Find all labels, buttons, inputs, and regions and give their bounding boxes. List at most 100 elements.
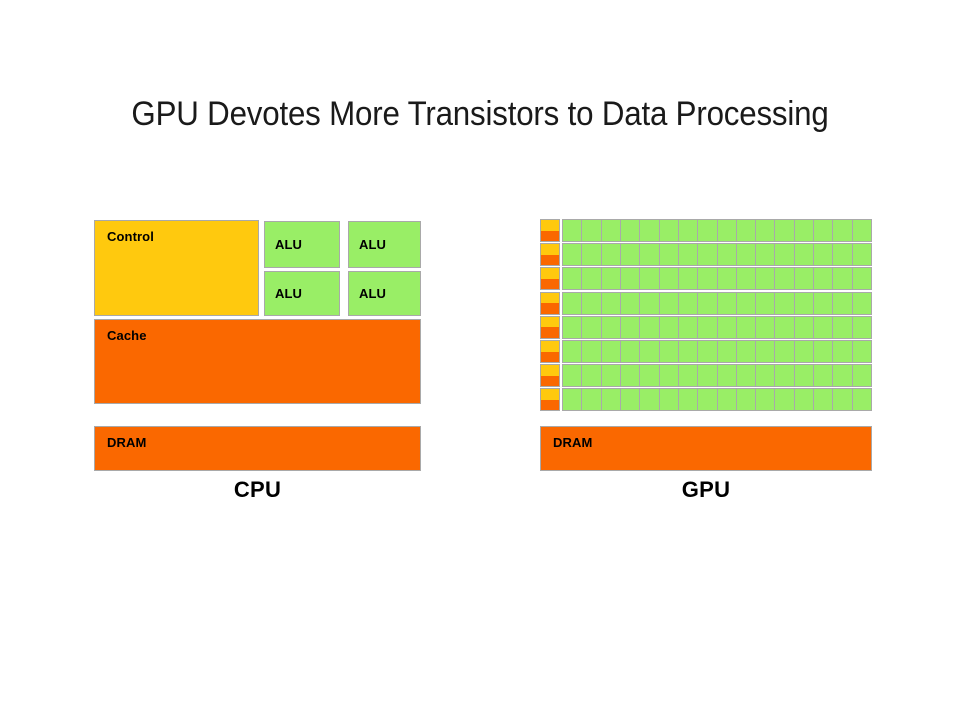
gpu-alu-unit xyxy=(832,267,853,291)
gpu-alu-unit xyxy=(813,291,834,315)
gpu-alu-unit xyxy=(600,267,621,291)
gpu-alu-unit xyxy=(793,243,815,267)
gpu-alu-unit xyxy=(619,243,641,267)
gpu-alu-unit xyxy=(658,364,679,388)
gpu-alu-unit xyxy=(755,364,776,388)
gpu-alu-unit xyxy=(735,219,757,242)
gpu-alu-unit xyxy=(581,219,602,242)
gpu-alu-unit xyxy=(851,388,872,412)
gpu-alu-unit xyxy=(832,315,853,339)
cpu-dram-block: DRAM xyxy=(94,426,421,471)
gpu-alu-unit xyxy=(793,364,815,388)
gpu-alu-unit xyxy=(813,219,834,242)
gpu-alu-unit xyxy=(619,315,641,339)
gpu-alu-unit xyxy=(832,340,853,363)
gpu-alu-unit xyxy=(639,267,660,291)
gpu-alu-unit xyxy=(658,291,679,315)
gpu-alu-unit xyxy=(832,291,853,315)
gpu-alu-unit xyxy=(677,267,699,291)
gpu-control-unit-bottom xyxy=(541,327,559,338)
gpu-alu-unit xyxy=(697,243,718,267)
gpu-alu-unit xyxy=(813,364,834,388)
gpu-control-unit-bottom xyxy=(541,278,559,290)
gpu-alu-unit xyxy=(813,243,834,267)
gpu-alu-unit xyxy=(813,315,834,339)
gpu-control-unit-top xyxy=(541,244,559,255)
gpu-control-unit-top xyxy=(541,389,559,400)
gpu-alu-unit xyxy=(639,291,660,315)
gpu-control-unit-bottom xyxy=(541,351,559,362)
gpu-alu-unit xyxy=(697,388,718,412)
gpu-control-unit-top xyxy=(541,220,559,231)
gpu-alu-unit xyxy=(735,364,757,388)
gpu-alu-unit xyxy=(562,267,583,291)
gpu-core-row xyxy=(540,340,872,363)
gpu-alu-unit xyxy=(581,315,602,339)
gpu-alu-unit xyxy=(851,340,872,363)
gpu-alu-unit xyxy=(658,267,679,291)
cpu-alu-block: ALU xyxy=(348,271,421,316)
gpu-alu-row xyxy=(562,243,872,267)
gpu-alu-unit xyxy=(619,364,641,388)
gpu-control-unit-bottom xyxy=(541,230,559,241)
gpu-alu-unit xyxy=(755,291,776,315)
gpu-core-row xyxy=(540,267,872,291)
gpu-alu-unit xyxy=(619,267,641,291)
cpu-control-label: Control xyxy=(107,229,154,244)
gpu-alu-unit xyxy=(832,388,853,412)
gpu-alu-unit xyxy=(832,219,853,242)
gpu-dram-label: DRAM xyxy=(553,435,593,450)
gpu-core-row xyxy=(540,315,872,339)
gpu-alu-unit xyxy=(619,291,641,315)
gpu-dram-block: DRAM xyxy=(540,426,872,471)
gpu-alu-unit xyxy=(600,364,621,388)
gpu-alu-unit xyxy=(658,315,679,339)
gpu-alu-unit xyxy=(793,388,815,412)
gpu-control-unit-bottom xyxy=(541,254,559,266)
gpu-control-unit xyxy=(540,364,560,388)
gpu-alu-unit xyxy=(755,219,776,242)
gpu-control-unit xyxy=(540,340,560,363)
gpu-alu-unit xyxy=(562,291,583,315)
gpu-control-unit xyxy=(540,291,560,315)
gpu-control-unit xyxy=(540,267,560,291)
gpu-alu-unit xyxy=(735,340,757,363)
gpu-alu-unit xyxy=(755,243,776,267)
gpu-alu-unit xyxy=(581,364,602,388)
gpu-alu-unit xyxy=(793,291,815,315)
gpu-alu-unit xyxy=(677,340,699,363)
gpu-alu-unit xyxy=(735,291,757,315)
gpu-alu-row xyxy=(562,315,872,339)
gpu-alu-unit xyxy=(581,388,602,412)
gpu-alu-unit xyxy=(639,364,660,388)
gpu-alu-unit xyxy=(639,388,660,412)
gpu-alu-unit xyxy=(851,219,872,242)
gpu-alu-unit xyxy=(697,315,718,339)
gpu-alu-unit xyxy=(716,340,737,363)
gpu-alu-unit xyxy=(600,219,621,242)
gpu-alu-unit xyxy=(562,219,583,242)
gpu-alu-unit xyxy=(658,388,679,412)
gpu-alu-unit xyxy=(639,315,660,339)
gpu-alu-unit xyxy=(619,388,641,412)
gpu-alu-unit xyxy=(851,315,872,339)
gpu-alu-unit xyxy=(600,340,621,363)
gpu-core-row xyxy=(540,219,872,242)
cpu-alu-block: ALU xyxy=(348,221,421,268)
gpu-caption: GPU xyxy=(681,477,731,502)
gpu-alu-unit xyxy=(677,315,699,339)
gpu-alu-unit xyxy=(774,388,795,412)
gpu-control-unit-bottom xyxy=(541,399,559,411)
gpu-alu-unit xyxy=(774,291,795,315)
gpu-alu-unit xyxy=(793,267,815,291)
gpu-alu-unit xyxy=(735,243,757,267)
gpu-alu-unit xyxy=(581,340,602,363)
gpu-alu-unit xyxy=(774,243,795,267)
gpu-alu-unit xyxy=(793,219,815,242)
gpu-alu-unit xyxy=(735,267,757,291)
gpu-alu-unit xyxy=(774,315,795,339)
gpu-alu-unit xyxy=(697,340,718,363)
gpu-alu-unit xyxy=(562,340,583,363)
gpu-alu-unit xyxy=(851,291,872,315)
